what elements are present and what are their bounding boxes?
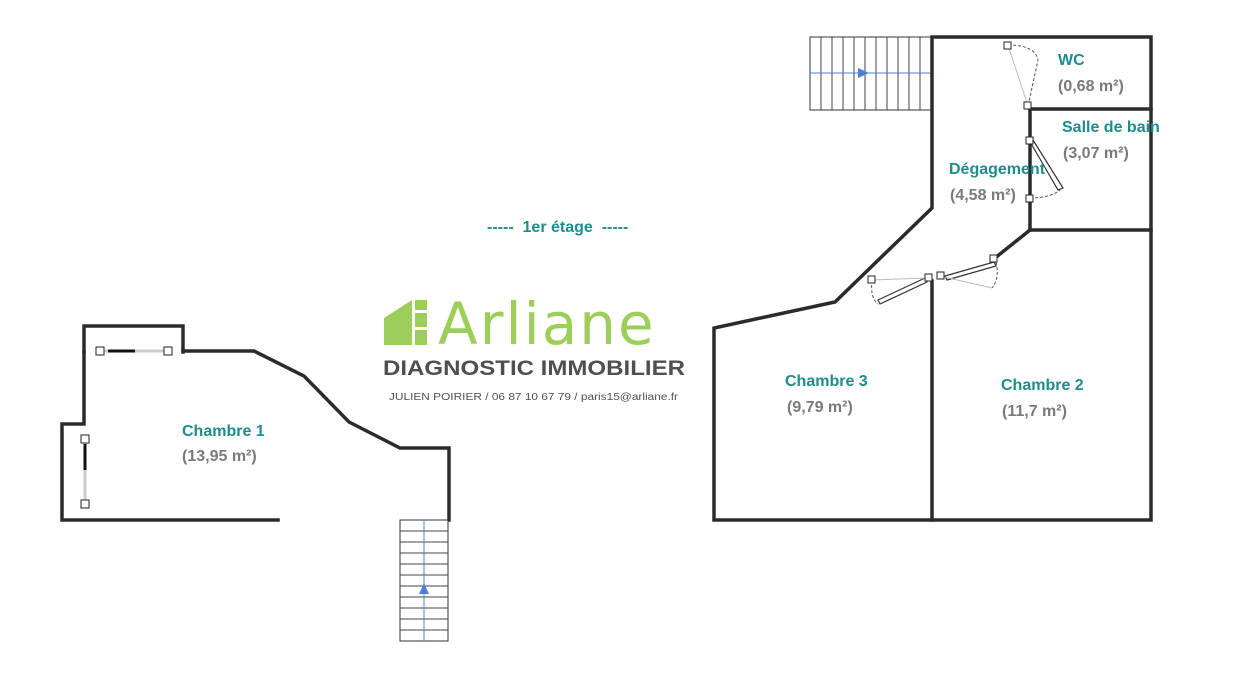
right-block	[712, 35, 1153, 522]
stair-arrow-icon	[419, 583, 429, 594]
left-block	[60, 324, 451, 642]
room-labels: Chambre 1 (13,95 m²) Chambre 3 (9,79 m²)…	[182, 52, 1160, 465]
room-name-salle-de-bain: Salle de bain	[1062, 119, 1160, 136]
alcove-wall	[82, 324, 185, 354]
room-name-wc: WC	[1058, 52, 1085, 69]
room-name-chambre3: Chambre 3	[785, 373, 868, 390]
watermark-brand: Arliane	[438, 290, 656, 358]
room-area-chambre3: (9,79 m²)	[787, 399, 853, 416]
room-area-chambre1: (13,95 m²)	[182, 448, 257, 465]
room-area-salle-de-bain: (3,07 m²)	[1063, 145, 1129, 162]
watermark: Arliane DIAGNOSTIC IMMOBILIER JULIEN POI…	[383, 290, 685, 403]
room-name-chambre1: Chambre 1	[182, 423, 265, 440]
room-name-chambre2: Chambre 2	[1001, 377, 1084, 394]
room-area-wc: (0,68 m²)	[1058, 78, 1124, 95]
watermark-subtitle: DIAGNOSTIC IMMOBILIER	[383, 357, 685, 380]
chambre1-wall	[181, 349, 451, 522]
room-area-degagement: (4,58 m²)	[950, 187, 1016, 204]
chambre1-bottom-wall	[60, 350, 280, 522]
degagement-wall	[992, 227, 1033, 261]
staircase-upper	[809, 36, 933, 111]
doors	[867, 41, 1064, 305]
outer-wall	[712, 35, 1153, 522]
house-logo-icon	[384, 300, 427, 345]
watermark-contact: JULIEN POIRIER / 06 87 10 67 79 / paris1…	[389, 392, 679, 403]
room-area-chambre2: (11,7 m²)	[1002, 403, 1067, 420]
stair-arrow-icon	[858, 68, 869, 78]
staircase-lower	[399, 519, 449, 642]
floor-label: ----- 1er étage -----	[487, 219, 628, 236]
room-name-degagement: Dégagement	[949, 161, 1046, 178]
